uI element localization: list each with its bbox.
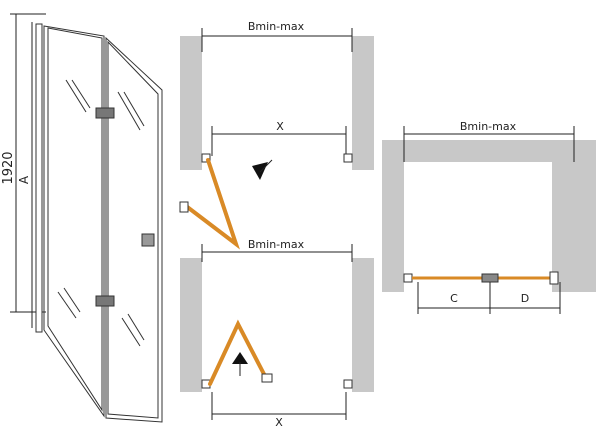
- folding-door-outward: [184, 158, 240, 250]
- wall-profile: [35, 23, 43, 333]
- height-value-label: 1920: [1, 151, 16, 184]
- wall-left: [382, 162, 404, 292]
- plan-view-closed: Bmin-max C D: [382, 120, 596, 314]
- wall-top: [382, 140, 574, 162]
- width-label: Bmin-max: [248, 20, 305, 33]
- door-end-cap: [549, 271, 559, 285]
- door-end-cap: [261, 373, 273, 383]
- arrow-icon: [252, 162, 268, 180]
- arrow-icon-shaft: [259, 159, 273, 173]
- glass-panel-left: [43, 25, 105, 418]
- width-label: Bmin-max: [248, 238, 305, 251]
- reflection-line: [117, 91, 141, 131]
- reflection-line: [71, 79, 91, 109]
- opening-label: X: [275, 416, 283, 429]
- reflection-line: [127, 313, 145, 341]
- door-elevation-view: 1920 A: [1, 13, 163, 423]
- reflection-line: [57, 291, 77, 319]
- reflection-line: [121, 317, 141, 347]
- profile-right: [343, 379, 353, 389]
- wall-right: [352, 258, 374, 392]
- hinge-bottom: [95, 295, 115, 307]
- plan-view-bottom: Bmin-max X: [180, 238, 374, 429]
- a-dimension-label: A: [17, 175, 31, 184]
- glass-panel-right-inner: [107, 40, 159, 419]
- door-handle: [141, 233, 155, 247]
- d-label: D: [521, 292, 529, 305]
- wall-left: [180, 258, 202, 392]
- glass-panel-left-inner: [47, 27, 103, 412]
- reflection-line: [65, 79, 87, 113]
- reflection-line: [63, 287, 81, 313]
- closed-door-handle: [481, 273, 499, 283]
- glass-panel-right: [105, 36, 163, 423]
- profile-left: [403, 273, 413, 283]
- profile-left: [201, 153, 211, 163]
- folding-door-inward: [208, 319, 268, 386]
- reflection-line: [123, 91, 145, 127]
- arrow-icon: [232, 352, 248, 364]
- door-end-cap: [179, 201, 189, 213]
- plan-view-top: Bmin-max X: [179, 20, 374, 250]
- wall-right: [574, 140, 596, 292]
- c-label: C: [450, 292, 458, 305]
- hinge-top: [95, 107, 115, 119]
- opening-label: X: [276, 120, 284, 133]
- width-label: Bmin-max: [460, 120, 517, 133]
- profile-right: [343, 153, 353, 163]
- wall-right-inner: [552, 162, 574, 292]
- wall-left: [180, 36, 202, 170]
- wall-right: [352, 36, 374, 170]
